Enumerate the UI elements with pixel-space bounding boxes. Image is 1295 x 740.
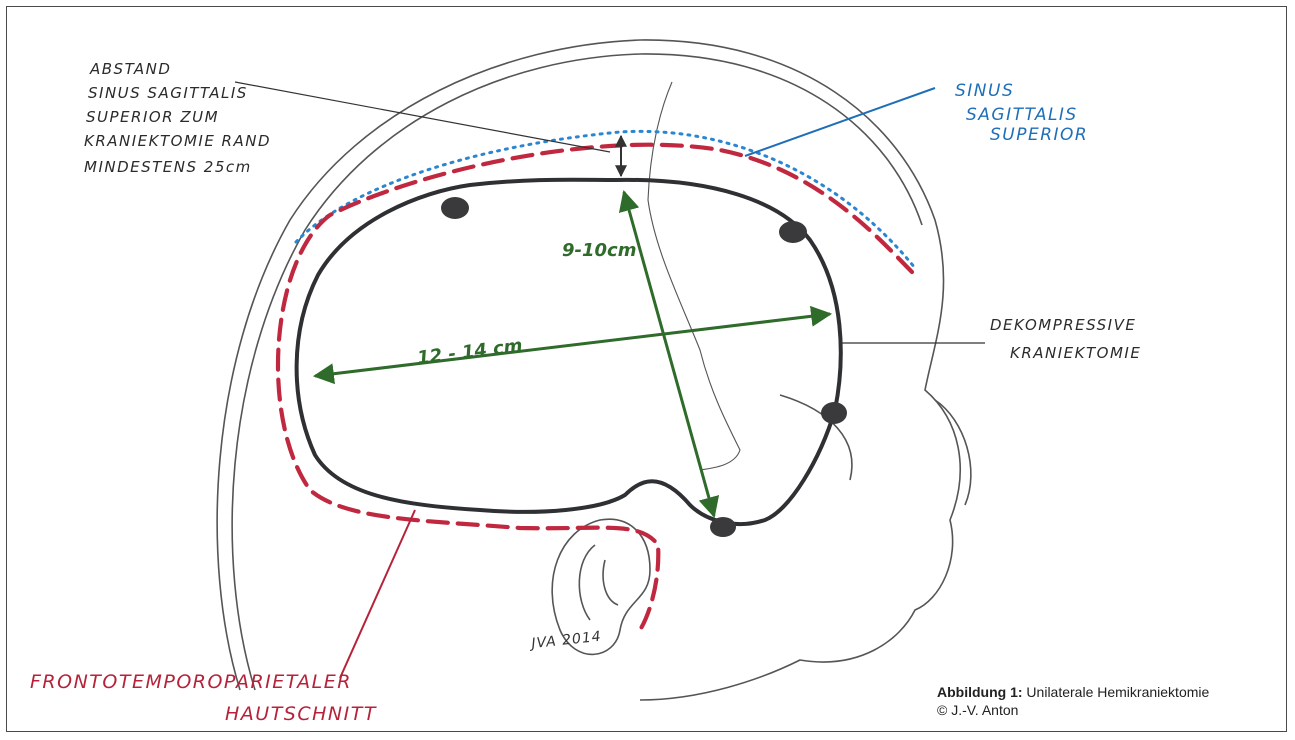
abstand-leader [235, 82, 610, 152]
hautschnitt-leader [340, 510, 415, 678]
abstand-line: MINDESTENS 25cm [84, 158, 252, 176]
burr-hole [710, 517, 736, 537]
burr-hole [821, 402, 847, 424]
abstand-line: ABSTAND [89, 60, 171, 78]
hautschnitt-label: FRONTOTEMPOROPARIETALER HAUTSCHNITT [30, 671, 377, 725]
sinus-leader [745, 88, 935, 156]
craniectomy-outline [297, 180, 841, 524]
skin-incision-line [278, 145, 912, 630]
sinus-line: SAGITTALIS [966, 105, 1078, 125]
sinus-line: SUPERIOR [990, 125, 1088, 145]
caption-title: Abbildung 1: [937, 684, 1023, 700]
hautschnitt-line: HAUTSCHNITT [225, 703, 377, 725]
head-outline [217, 40, 971, 700]
sinus-label: SINUS SAGITTALIS SUPERIOR [955, 81, 1088, 145]
dekompressive-line: KRANIEKTOMIE [1010, 344, 1141, 362]
abstand-line: KRANIEKTOMIE RAND [84, 132, 271, 150]
abstand-line: SINUS SAGITTALIS [88, 84, 248, 102]
hautschnitt-line: FRONTOTEMPOROPARIETALER [30, 671, 352, 693]
vertical-measure-label: 9-10cm [562, 240, 636, 261]
figure-caption: Abbildung 1: Unilaterale Hemikraniektomi… [937, 683, 1267, 719]
horizontal-measure-arrow [315, 314, 830, 376]
caption-text: Unilaterale Hemikraniektomie [1023, 684, 1210, 700]
burr-hole [441, 197, 469, 219]
abstand-line: SUPERIOR ZUM [86, 108, 219, 126]
signature: JVA 2014 [528, 629, 603, 653]
dekompressive-line: DEKOMPRESSIVE [990, 316, 1136, 334]
caption-credit: © J.-V. Anton [937, 701, 1267, 719]
burr-hole [779, 221, 807, 243]
sinus-line: SINUS [955, 81, 1014, 101]
dekompressive-label: DEKOMPRESSIVE KRANIEKTOMIE [990, 316, 1141, 362]
burr-holes [441, 197, 847, 537]
abstand-label: ABSTAND SINUS SAGITTALIS SUPERIOR ZUM KR… [84, 60, 271, 176]
horizontal-measure-label: 12 - 14 cm [416, 335, 524, 369]
